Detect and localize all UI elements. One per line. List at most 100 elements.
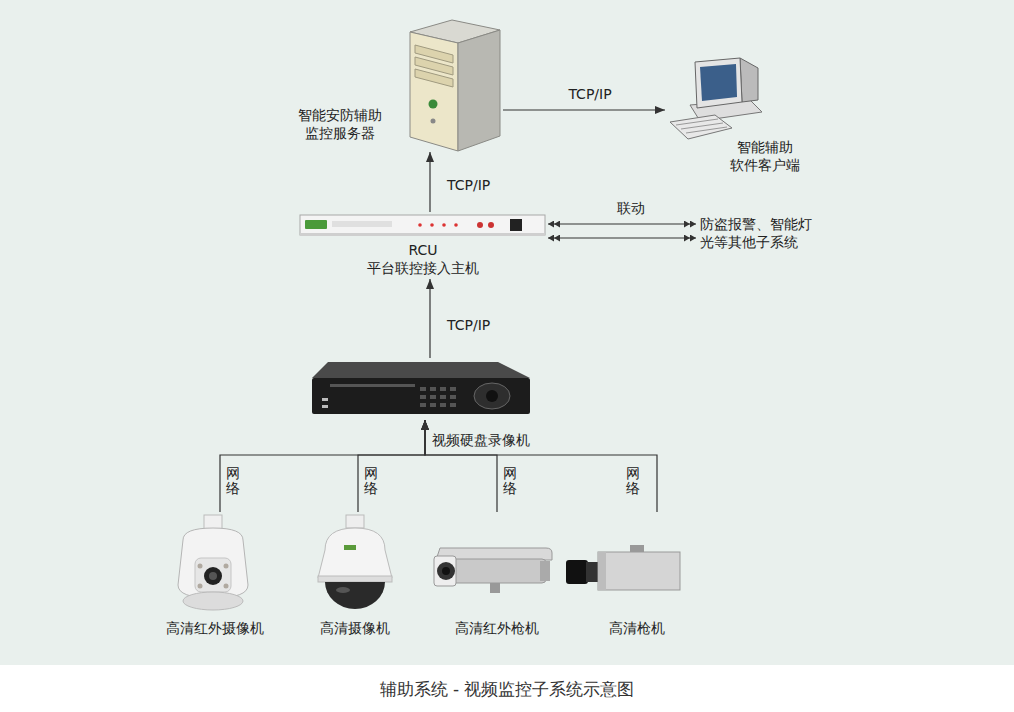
ir-bullet-camera-illustration [434,556,456,586]
device-label: 高清枪机 [609,619,665,637]
device-label: 智能辅助 软件客户端 [730,138,800,174]
rcu-illustration [442,223,446,227]
ir-dome-camera-illustration [204,515,222,529]
ir-bullet-camera-illustration [540,561,550,581]
client-node: 智能辅助 软件客户端 [665,52,805,176]
client-pc-illustration [695,58,742,108]
ir-bullet-camera-illustration [437,562,455,580]
rcu-node: RCU 平台联控接入主机 [298,212,548,279]
server-illustration [458,30,500,151]
ir-dome-camera-illustration [224,564,229,569]
connector [220,420,425,512]
camera-node: 高清红外枪机 [428,512,552,640]
client-pc-illustration [670,115,732,139]
edge-label: TCP/IP [568,85,611,103]
box-camera-illustration [566,545,680,590]
rcu-illustration [454,223,458,227]
connector-group [220,110,696,512]
ir-bullet-camera-illustration [442,567,450,575]
edge-label: 网络 [364,466,378,497]
connector [429,279,430,358]
server-illustration [429,100,438,109]
ir-dome-camera-illustration [204,567,222,585]
server-node: 智能安防辅助 监控服务器 [290,18,503,152]
ir-dome-camera-illustration [224,584,229,589]
connector [548,223,696,224]
dome-camera-illustration [344,545,356,550]
ir-dome-camera-illustration [209,572,217,580]
device-label: 视频硬盘录像机 [432,431,530,449]
edge-label: 网络 [626,466,640,497]
dome-camera-illustration [336,587,350,593]
camera-node: 高清红外摄像机 [160,512,270,640]
figure-caption: 辅助系统 - 视频监控子系统示意图 [0,678,1014,700]
rcu-illustration [300,233,545,236]
dvr-illustration [420,387,426,391]
dvr-illustration [312,362,530,378]
box-camera-illustration [598,552,680,590]
rcu-illustration [488,222,494,228]
ir-dome-camera-illustration [178,515,248,610]
dvr-illustration [420,395,426,399]
ir-dome-camera-illustration [195,558,231,592]
camera-node: 高清摄像机 [310,512,400,640]
server-illustration [410,32,458,151]
dvr-illustration [440,395,446,399]
connector [548,237,696,238]
connector [425,420,657,512]
dvr-node: 视频硬盘录像机 [308,358,532,420]
camera-node: 高清枪机 [563,512,684,640]
dvr-illustration [450,403,456,407]
ir-bullet-camera-illustration [490,583,500,593]
edge-label: 网络 [503,466,517,497]
ir-dome-camera-illustration [178,528,248,598]
edge-label: 联动 [617,199,645,217]
server-illustration [415,69,453,87]
ir-dome-camera-illustration [198,564,203,569]
rcu-illustration [300,215,545,236]
device-label: 防盗报警、智能灯 光等其他子系统 [700,215,816,251]
device-label: 高清摄像机 [320,619,390,637]
server-illustration [410,20,500,151]
device-label: 高清红外枪机 [455,619,539,637]
dvr-illustration [322,398,328,401]
rcu-illustration [477,222,483,228]
ir-dome-camera-illustration [183,592,243,610]
device-label: RCU 平台联控接入主机 [367,241,479,277]
client-pc-illustration [740,58,758,102]
dvr-illustration [420,403,426,407]
edge-label: 网络 [226,466,240,497]
ir-bullet-camera-illustration [434,548,552,593]
dome-camera-illustration [325,582,385,609]
rcu-illustration [418,223,422,227]
client-pc-illustration [676,119,718,125]
edge-label: TCP/IP [447,176,490,194]
dvr-illustration [450,395,456,399]
client-pc-illustration [670,58,762,139]
dome-camera-illustration [318,515,392,609]
dvr-illustration [486,390,498,402]
diagram-ground [0,0,1014,665]
edge-label: TCP/IP [447,316,490,334]
rcu-illustration [510,219,522,231]
device-label: 智能安防辅助 监控服务器 [298,106,382,142]
client-pc-illustration [700,64,737,101]
client-pc-illustration [686,127,727,133]
connector [503,109,665,110]
box-camera-illustration [566,560,588,584]
ir-dome-camera-illustration [198,584,203,589]
rcu-illustration [305,220,327,229]
dome-camera-illustration [318,576,392,582]
dvr-illustration [440,403,446,407]
dvr-illustration [440,387,446,391]
dvr-illustration [430,395,436,399]
dome-camera-illustration [318,528,392,578]
dvr-illustration [312,378,530,414]
dvr-illustration [322,405,328,408]
connector [358,420,425,512]
box-camera-illustration [598,552,606,590]
dvr-illustration [474,383,510,409]
